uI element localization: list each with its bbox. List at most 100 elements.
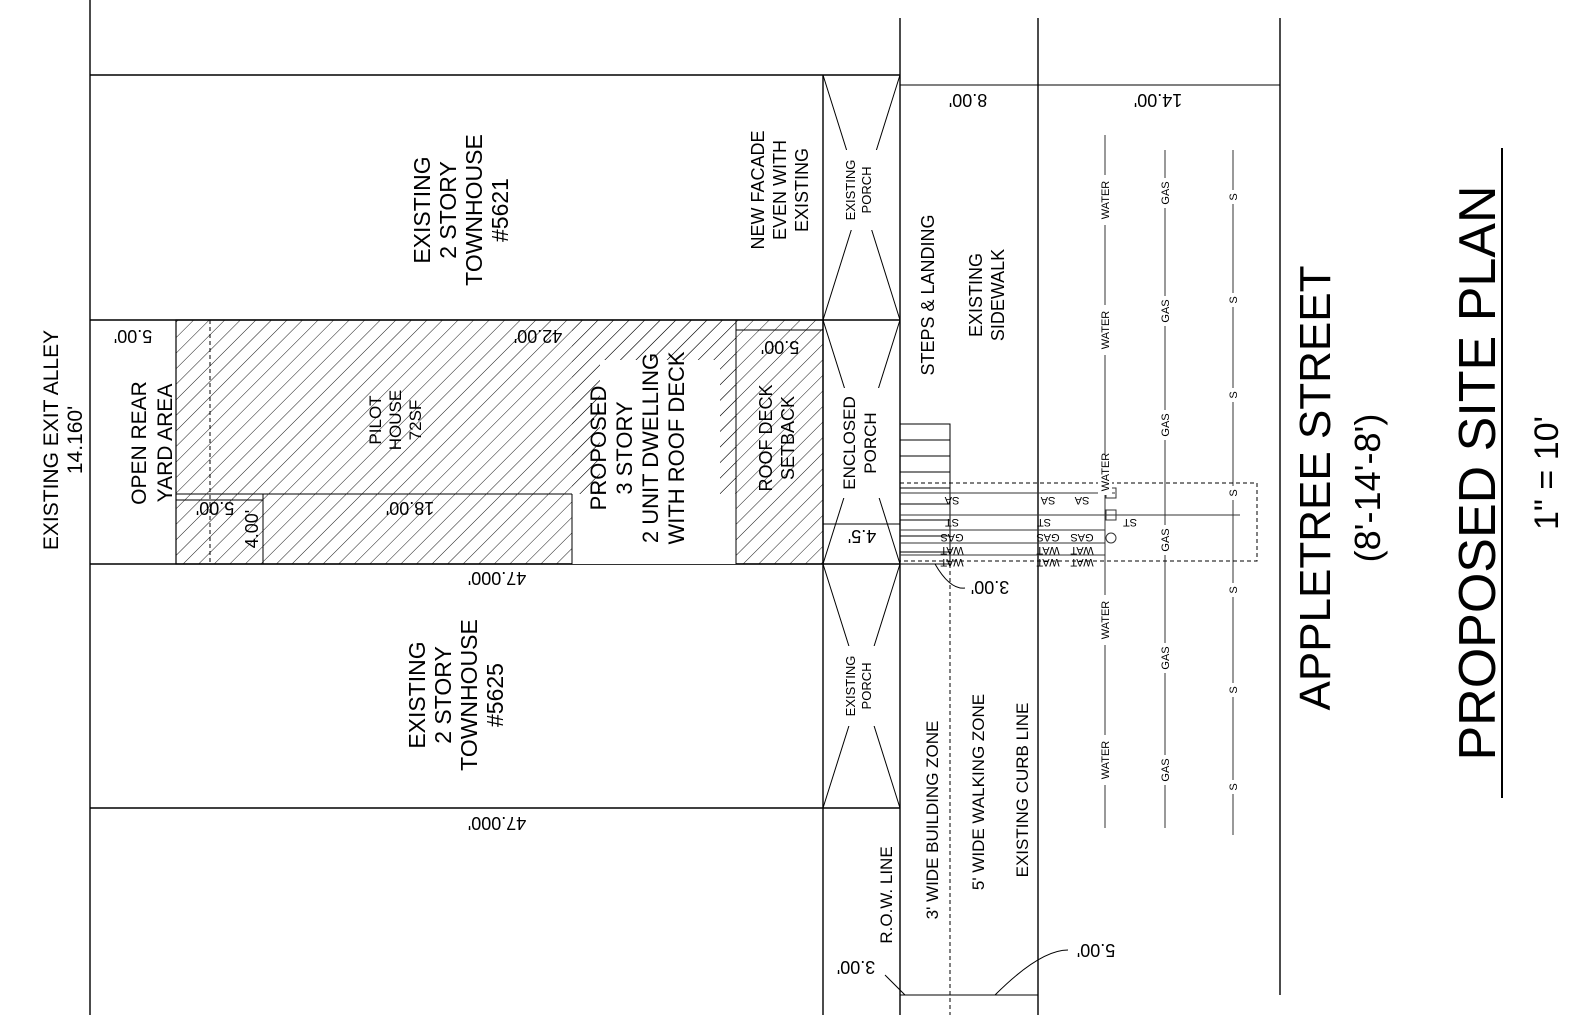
svg-text:WATER: WATER — [1100, 453, 1112, 492]
svg-text:PILOT: PILOT — [366, 395, 385, 444]
svg-text:GAS: GAS — [1160, 181, 1172, 204]
svg-text:SA: SA — [944, 494, 959, 506]
svg-text:YARD AREA: YARD AREA — [154, 384, 177, 503]
rear-yard-label: OPEN REAR YARD AREA — [128, 381, 177, 505]
svg-text:PROPOSED: PROPOSED — [586, 386, 611, 511]
svg-text:TOWNHOUSE: TOWNHOUSE — [461, 134, 487, 286]
svg-text:4.00': 4.00' — [242, 510, 262, 548]
townhouse-north-label: EXISTING 2 STORY TOWNHOUSE #5621 — [409, 134, 513, 286]
svg-text:2 STORY: 2 STORY — [430, 646, 456, 744]
svg-text:GAS: GAS — [940, 531, 963, 543]
svg-text:SETBACK: SETBACK — [778, 396, 798, 480]
utility-labels: WATER WATER WATER WATER WATER GAS GAS GA… — [1098, 175, 1240, 794]
svg-text:PORCH: PORCH — [859, 663, 874, 710]
svg-text:GAS: GAS — [1160, 758, 1172, 781]
proposed-building-footprint — [175, 319, 824, 565]
svg-text:S: S — [1228, 489, 1240, 496]
steps-label: STEPS & LANDING — [918, 214, 938, 375]
svg-text:WATER: WATER — [1100, 601, 1112, 640]
svg-text:WAT: WAT — [940, 544, 963, 556]
svg-text:GAS: GAS — [1070, 531, 1093, 543]
svg-text:SA: SA — [1040, 494, 1055, 506]
svg-text:47.000': 47.000' — [468, 813, 527, 833]
svg-text:GAS: GAS — [1160, 646, 1172, 669]
svg-text:S: S — [1228, 586, 1240, 593]
svg-text:#5625: #5625 — [482, 663, 508, 727]
svg-text:GAS: GAS — [1036, 531, 1059, 543]
svg-text:3.00': 3.00' — [837, 957, 875, 977]
alley-width: 14.160' — [64, 406, 87, 474]
svg-text:5.00': 5.00' — [761, 337, 799, 357]
pilot-house-label: PILOT HOUSE 72SF — [366, 390, 425, 450]
sidewalk-labels: STEPS & LANDING EXISTING SIDEWALK — [918, 214, 1008, 375]
svg-text:PORCH: PORCH — [861, 412, 880, 473]
sidewalk-label-2: SIDEWALK — [988, 249, 1008, 341]
alley-name: EXISTING EXIT ALLEY — [40, 330, 63, 550]
svg-text:WAT: WAT — [1036, 556, 1059, 568]
svg-text:S: S — [1228, 686, 1240, 693]
svg-text:GAS: GAS — [1160, 528, 1172, 551]
svg-text:3 STORY: 3 STORY — [612, 401, 637, 495]
svg-text:TOWNHOUSE: TOWNHOUSE — [456, 619, 482, 771]
svg-text:WAT: WAT — [1070, 556, 1093, 568]
svg-text:S: S — [1228, 783, 1240, 790]
street-widths: (8'-14'-8') — [1347, 414, 1388, 563]
svg-text:WAT: WAT — [1036, 544, 1059, 556]
svg-text:NEW FACADE: NEW FACADE — [748, 130, 768, 249]
lateral-labels: SA SA SA ST ST ST GAS GAS GAS WAT WAT WA… — [940, 494, 1137, 568]
roof-deck-label: ROOF DECK SETBACK — [756, 384, 798, 491]
plan-scale: 1" = 10' — [1528, 416, 1566, 530]
svg-text:OPEN REAR: OPEN REAR — [128, 381, 151, 505]
svg-text:5.00': 5.00' — [1077, 940, 1115, 960]
svg-text:GAS: GAS — [1160, 299, 1172, 322]
svg-text:5.00': 5.00' — [114, 326, 152, 346]
svg-text:EXISTING: EXISTING — [792, 148, 812, 232]
svg-text:WITH ROOF DECK: WITH ROOF DECK — [664, 351, 689, 544]
svg-text:S: S — [1228, 296, 1240, 303]
utility-lines — [899, 135, 1258, 835]
svg-text:S: S — [1228, 391, 1240, 398]
title-block: PROPOSED SITE PLAN 1" = 10' APPLETREE ST… — [40, 148, 1566, 798]
svg-text:WATER: WATER — [1100, 311, 1112, 350]
svg-text:ST: ST — [1123, 516, 1137, 528]
svg-text:2 STORY: 2 STORY — [435, 161, 461, 259]
svg-text:HOUSE: HOUSE — [386, 390, 405, 450]
dimension-labels: 5.00' 42.00' 5.00' 5.00' 18.00' 4.00' 4.… — [114, 90, 1182, 977]
facade-note: NEW FACADE EVEN WITH EXISTING — [748, 130, 812, 249]
dimension-lines — [90, 84, 1280, 996]
svg-text:3.00': 3.00' — [971, 577, 1009, 597]
svg-text:8.00': 8.00' — [949, 90, 987, 110]
svg-text:ROOF DECK: ROOF DECK — [756, 384, 776, 491]
svg-text:WAT: WAT — [1070, 544, 1093, 556]
svg-text:EXISTING: EXISTING — [404, 641, 430, 748]
svg-text:WATER: WATER — [1100, 741, 1112, 780]
svg-text:2 UNIT DWELLING: 2 UNIT DWELLING — [638, 353, 663, 543]
street-name: APPLETREE STREET — [1291, 265, 1340, 710]
svg-text:ENCLOSED: ENCLOSED — [840, 396, 859, 490]
svg-text:EXISTING: EXISTING — [843, 656, 858, 717]
svg-text:EVEN WITH: EVEN WITH — [770, 140, 790, 240]
front-steps — [899, 423, 951, 565]
svg-text:#5621: #5621 — [487, 178, 513, 242]
svg-text:4.5': 4.5' — [848, 526, 876, 546]
svg-text:SA: SA — [1074, 494, 1089, 506]
porch-north-label: EXISTING PORCH — [840, 150, 880, 230]
sidewalk-label-1: EXISTING — [966, 253, 986, 337]
porch-enclosed-label: ENCLOSED PORCH — [836, 388, 884, 498]
svg-text:72SF: 72SF — [406, 400, 425, 441]
building-zone-label: 3' WIDE BUILDING ZONE — [923, 721, 942, 920]
zone-labels: R.O.W. LINE 3' WIDE BUILDING ZONE 5' WID… — [877, 694, 1032, 944]
walking-zone-label: 5' WIDE WALKING ZONE — [969, 694, 988, 890]
svg-text:42.00': 42.00' — [514, 326, 562, 346]
row-line-label: R.O.W. LINE — [877, 846, 896, 943]
porch-south-label: EXISTING PORCH — [840, 646, 880, 726]
svg-text:ST: ST — [1037, 516, 1051, 528]
svg-text:14.00': 14.00' — [1134, 90, 1182, 110]
svg-text:5.00': 5.00' — [196, 498, 234, 518]
svg-text:47.000': 47.000' — [468, 568, 527, 588]
proposed-building-label: PROPOSED 3 STORY 2 UNIT DWELLING WITH RO… — [586, 351, 689, 544]
townhouse-south-label: EXISTING 2 STORY TOWNHOUSE #5625 — [404, 619, 508, 771]
curb-line-label: EXISTING CURB LINE — [1013, 703, 1032, 878]
svg-text:WATER: WATER — [1100, 181, 1112, 220]
